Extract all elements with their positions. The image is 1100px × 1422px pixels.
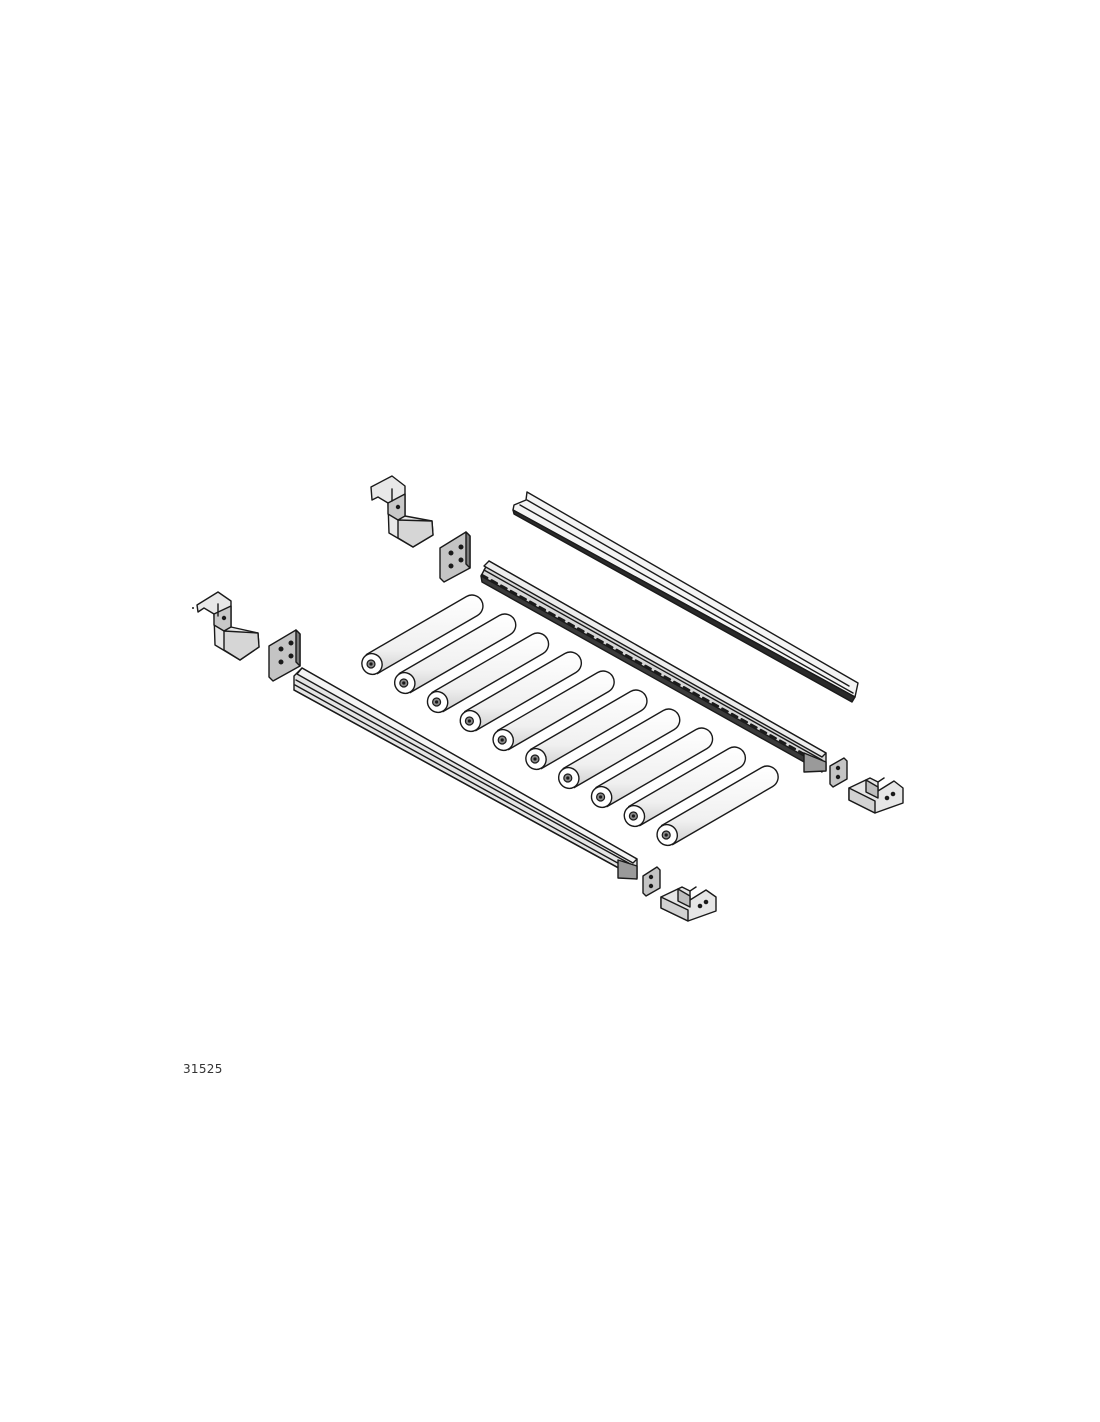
roller [459, 651, 583, 733]
end-plate-right [829, 757, 848, 788]
end-plate-top [439, 531, 471, 583]
end-plate-bottom [642, 866, 661, 897]
aluminium-profile-front [293, 667, 638, 880]
bracket-left [196, 591, 260, 661]
roller [361, 594, 484, 676]
roller [623, 746, 747, 828]
guide-channel-rail [512, 491, 859, 703]
roller [557, 708, 681, 790]
roller [393, 613, 517, 695]
bracket-bottom [660, 886, 717, 922]
roller [525, 689, 648, 771]
drawing-number-label: 31525 [183, 1062, 223, 1076]
bracket-top-left [370, 475, 434, 548]
bracket-right [848, 777, 904, 814]
end-plate-left [268, 629, 301, 682]
roller [426, 632, 550, 714]
roller-set [361, 594, 779, 847]
roller [656, 765, 779, 847]
aluminium-profile-back [480, 560, 827, 773]
marker-dot [192, 607, 194, 609]
roller [492, 670, 615, 752]
roller [590, 727, 714, 809]
